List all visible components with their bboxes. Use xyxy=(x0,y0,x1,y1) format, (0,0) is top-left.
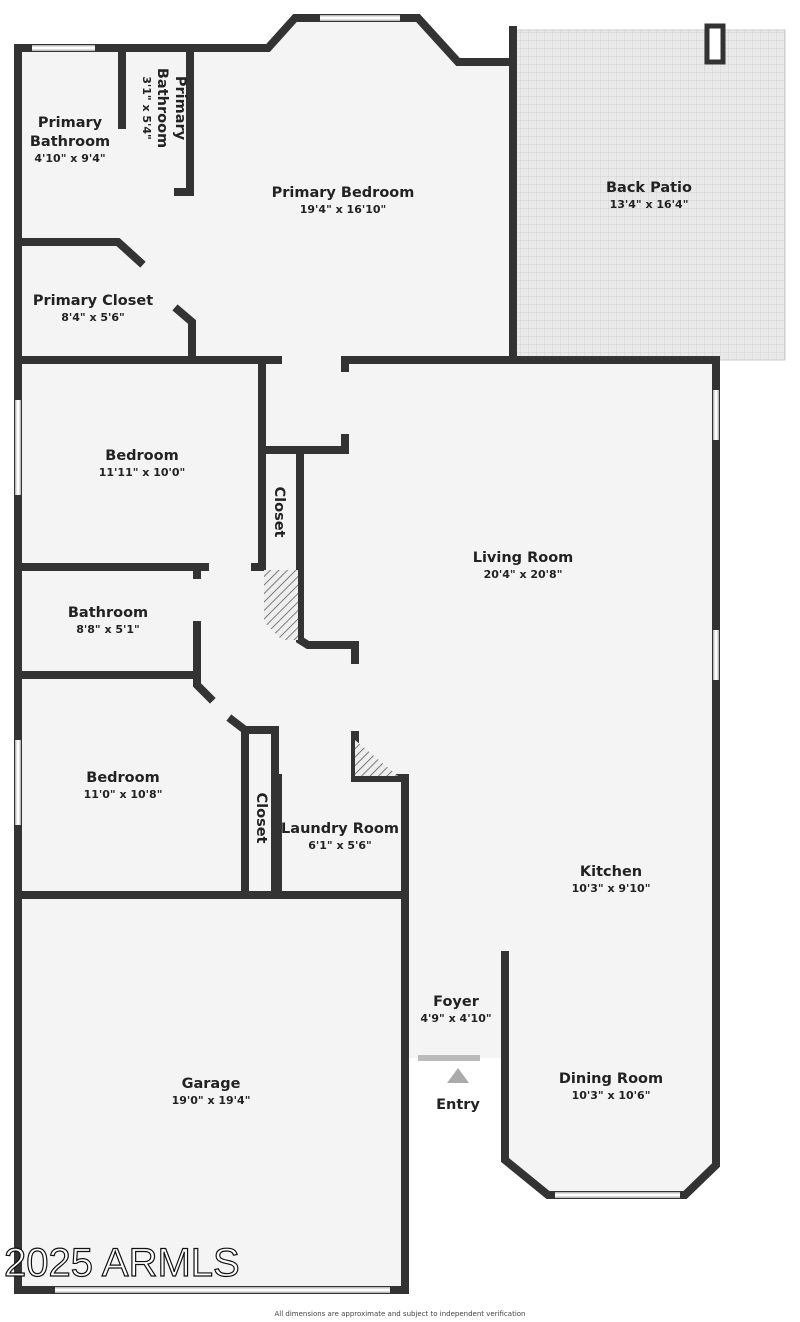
garage-label: Garage xyxy=(182,1076,241,1092)
bedroom-1-label: Bedroom xyxy=(105,448,178,464)
back-patio-label: Back Patio xyxy=(606,180,692,196)
bedroom-1-dims: 11'11" x 10'0" xyxy=(99,466,186,479)
walls xyxy=(14,14,720,1294)
living-room-dims: 20'4" x 20'8" xyxy=(484,568,563,581)
foyer-label: Foyer xyxy=(433,994,480,1010)
kitchen-dims: 10'3" x 9'10" xyxy=(572,882,651,895)
primary-bathroom-small-label: Primary xyxy=(172,76,188,141)
chimney xyxy=(704,23,726,65)
foyer-dims: 4'9" x 4'10" xyxy=(420,1012,491,1025)
bathroom-dims: 8'8" x 5'1" xyxy=(76,623,140,636)
primary-bedroom-dims: 19'4" x 16'10" xyxy=(300,203,387,216)
laundry-room-dims: 6'1" x 5'6" xyxy=(308,839,372,852)
primary-bathroom-label: Primary xyxy=(38,115,103,131)
windows xyxy=(15,15,719,1293)
entry-label: Entry xyxy=(436,1097,480,1113)
primary-bathroom-small-label-2: Bathroom xyxy=(154,68,170,148)
primary-bedroom-label: Primary Bedroom xyxy=(272,185,415,201)
primary-bathroom-small-dims: 3'1" x 5'4" xyxy=(140,76,153,140)
bedroom-2-label: Bedroom xyxy=(86,770,159,786)
back-patio-dims: 13'4" x 16'4" xyxy=(610,198,689,211)
closet-2-label: Closet xyxy=(253,793,269,844)
footer-note: All dimensions are approximate and subje… xyxy=(275,1310,526,1318)
primary-closet-dims: 8'4" x 5'6" xyxy=(61,311,125,324)
dining-room-label: Dining Room xyxy=(559,1071,663,1087)
primary-bathroom-label-2: Bathroom xyxy=(30,134,110,150)
closet-1-label: Closet xyxy=(271,487,287,538)
entry-arrow-icon xyxy=(447,1068,469,1083)
bathroom-label: Bathroom xyxy=(68,605,148,621)
laundry-room-label: Laundry Room xyxy=(281,821,399,837)
primary-closet-label: Primary Closet xyxy=(33,293,153,309)
watermark: 2025 ARMLS xyxy=(4,1241,240,1285)
hatched-chase-2 xyxy=(355,740,398,776)
hatched-chase-1 xyxy=(264,570,298,640)
primary-bathroom-dims: 4'10" x 9'4" xyxy=(34,152,105,165)
garage-dims: 19'0" x 19'4" xyxy=(172,1094,251,1107)
bedroom-2-dims: 11'0" x 10'8" xyxy=(84,788,163,801)
room-labels: Primary Bathroom 4'10" x 9'4" Primary Ba… xyxy=(30,68,692,1113)
back-patio-area xyxy=(512,29,786,361)
kitchen-label: Kitchen xyxy=(580,864,642,880)
dining-room-dims: 10'3" x 10'6" xyxy=(572,1089,651,1102)
living-room-label: Living Room xyxy=(473,550,574,566)
